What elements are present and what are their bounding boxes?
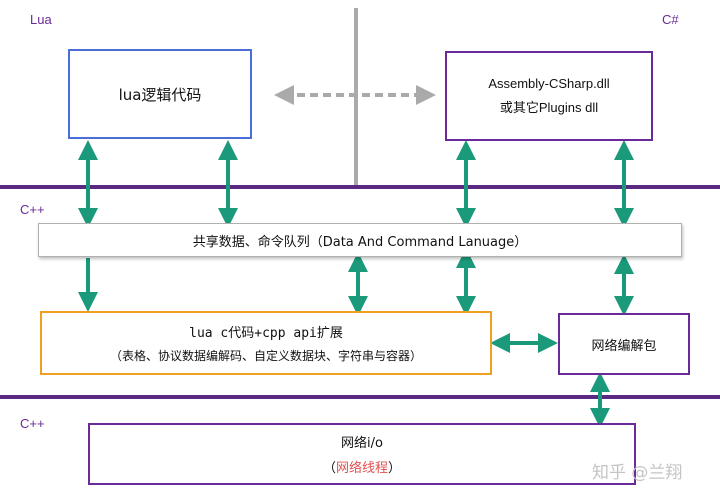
net-io-box: 网络i/o （网络线程） <box>88 423 636 485</box>
cpp-region-label-top: C++ <box>20 202 45 217</box>
lua-region-label: Lua <box>30 12 52 27</box>
net-thread-text: 网络线程 <box>335 461 388 476</box>
cpp-extension-line1: lua c代码+cpp api扩展 <box>189 326 343 341</box>
shared-queue-box: 共享数据、命令队列（Data And Command Lanuage） <box>38 223 682 257</box>
net-codec-text: 网络编解包 <box>591 338 657 354</box>
csharp-line2: 或其它Plugins dll <box>499 100 599 115</box>
lua-logic-text: lua逻辑代码 <box>118 85 202 104</box>
watermark: 知乎 @兰翔 <box>592 463 683 483</box>
cpp-region-label-bottom: C++ <box>20 416 45 431</box>
csharp-region-label: C# <box>662 12 679 27</box>
net-thread-open: （ <box>322 461 336 476</box>
shared-queue-text: 共享数据、命令队列（Data And Command Lanuage） <box>192 234 528 250</box>
net-thread-close: ） <box>388 461 402 476</box>
net-io-text: 网络i/o <box>341 436 383 451</box>
csharp-box: Assembly-CSharp.dll 或其它Plugins dll <box>445 51 653 141</box>
cpp-extension-line2: （表格、协议数据编解码、自定义数据块、字符串与容器） <box>109 349 422 363</box>
csharp-line1: Assembly-CSharp.dll <box>488 76 610 91</box>
lua-logic-box: lua逻辑代码 <box>68 49 252 139</box>
cpp-extension-box: lua c代码+cpp api扩展 （表格、协议数据编解码、自定义数据块、字符串… <box>40 311 492 375</box>
net-thread-line: （网络线程） <box>323 457 401 476</box>
net-codec-box: 网络编解包 <box>558 313 690 375</box>
